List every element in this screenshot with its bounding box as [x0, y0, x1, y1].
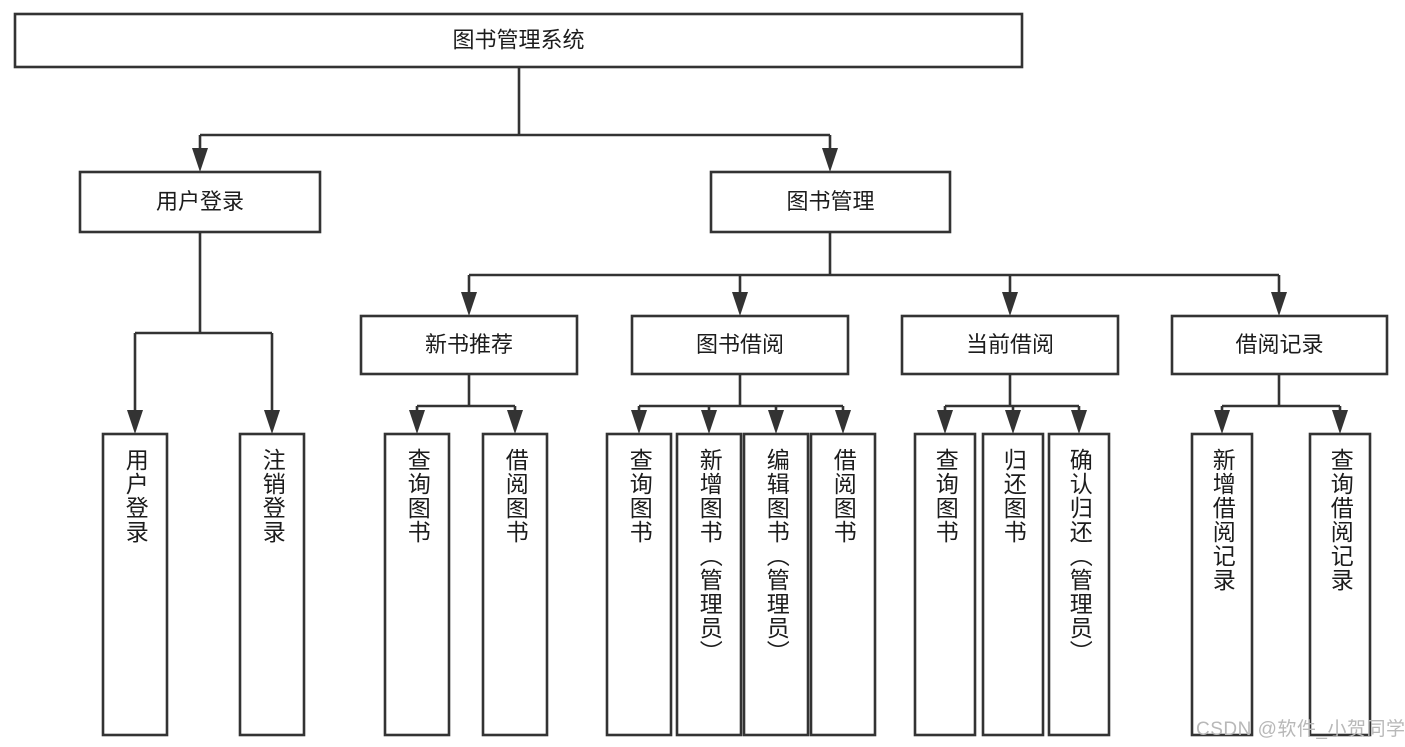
node-leaf-user-login[interactable] — [101, 432, 169, 737]
connector-arrow-icon — [461, 292, 477, 316]
node-book-management[interactable] — [709, 170, 952, 234]
connector-arrow-icon — [1271, 292, 1287, 316]
node-new-book-recommend[interactable] — [359, 314, 579, 376]
connector-arrow-icon — [937, 410, 953, 434]
connector-arrow-icon — [732, 292, 748, 316]
connectors-layer — [127, 67, 1348, 434]
conn-current-borrow-to-leaves — [937, 374, 1087, 434]
node-leaf-borrow-book-new[interactable] — [481, 432, 549, 737]
connector-arrow-icon — [507, 410, 523, 434]
node-leaf-add-borrow-record[interactable] — [1190, 432, 1254, 737]
node-root-label: 图书管理系统 — [452, 27, 584, 52]
connector-arrow-icon — [1005, 410, 1021, 434]
node-user-login[interactable] — [78, 170, 322, 234]
connector-arrow-icon — [264, 410, 280, 434]
connector-arrow-icon — [1002, 292, 1018, 316]
connector-arrow-icon — [631, 410, 647, 434]
node-root[interactable] — [13, 12, 1024, 69]
node-borrow-records-label: 借阅记录 — [1235, 332, 1323, 357]
connector-arrow-icon — [768, 410, 784, 434]
boxes-layer — [13, 12, 1389, 737]
node-leaf-query-book-current[interactable] — [913, 432, 977, 737]
node-book-borrow-label: 图书借阅 — [696, 332, 784, 357]
node-leaf-return-book[interactable] — [981, 432, 1045, 737]
node-book-borrow[interactable] — [630, 314, 850, 376]
node-current-borrow-label: 当前借阅 — [966, 332, 1054, 357]
node-leaf-confirm-return-admin[interactable] — [1047, 432, 1111, 737]
connector-arrow-icon — [409, 410, 425, 434]
connector-arrow-icon — [835, 410, 851, 434]
node-leaf-query-book-borrow[interactable] — [605, 432, 673, 737]
connector-arrow-icon — [192, 148, 208, 172]
conn-book-management-to-level2 — [461, 232, 1287, 316]
node-leaf-logout[interactable] — [238, 432, 306, 737]
connector-arrow-icon — [1071, 410, 1087, 434]
connector-arrow-icon — [1214, 410, 1230, 434]
conn-book-borrow-to-leaves — [631, 374, 851, 434]
connector-arrow-icon — [127, 410, 143, 434]
watermark: CSDN @软件_小贺同学 — [1196, 719, 1405, 740]
conn-borrow-records-to-leaves — [1214, 374, 1348, 434]
node-leaf-query-book-new[interactable] — [383, 432, 451, 737]
node-current-borrow[interactable] — [900, 314, 1120, 376]
conn-root-to-level1 — [192, 67, 838, 172]
conn-user-login-to-leaves — [127, 232, 280, 434]
node-leaf-add-book-admin[interactable] — [675, 432, 743, 737]
node-leaf-edit-book-admin[interactable] — [742, 432, 810, 737]
connector-arrow-icon — [701, 410, 717, 434]
node-book-management-label: 图书管理 — [786, 189, 874, 214]
node-user-login-label: 用户登录 — [156, 189, 244, 214]
node-leaf-borrow-book[interactable] — [809, 432, 877, 737]
conn-new-book-to-leaves — [409, 374, 523, 434]
node-new-book-recommend-label: 新书推荐 — [425, 332, 513, 357]
connector-arrow-icon — [822, 148, 838, 172]
node-borrow-records[interactable] — [1170, 314, 1389, 376]
node-leaf-query-borrow-record[interactable] — [1308, 432, 1372, 737]
connector-arrow-icon — [1332, 410, 1348, 434]
